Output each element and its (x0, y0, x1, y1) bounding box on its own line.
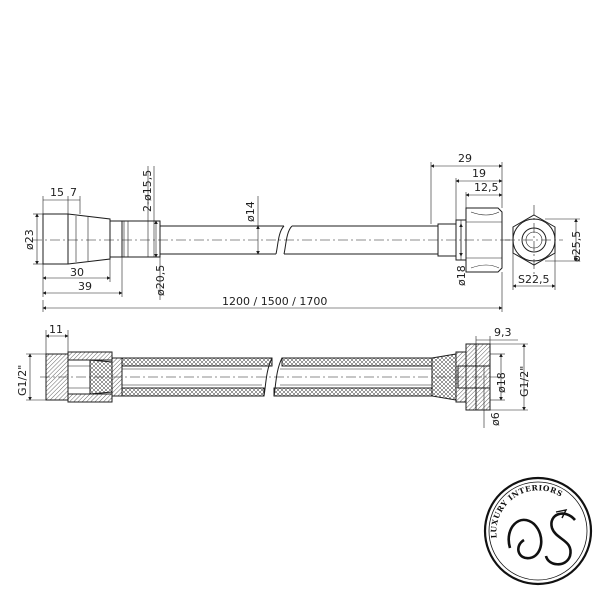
dim-d23: ø23 (23, 229, 36, 250)
connector-nut (121, 220, 161, 258)
dim-g-right: G1/2" (518, 366, 531, 397)
hex-nut-side (465, 207, 503, 273)
dim-d14: ø14 (244, 201, 257, 222)
dim-19: 19 (472, 167, 486, 180)
cone-base (42, 213, 69, 265)
dim-11: 11 (49, 323, 63, 336)
dim-15: 15 (50, 186, 64, 199)
logo-flourish (507, 518, 543, 560)
dim-s22-5: S22,5 (518, 273, 549, 286)
dim-d18-top: ø18 (455, 265, 468, 286)
cone-body (67, 213, 111, 265)
hex-nut-end-view (505, 205, 563, 275)
hose-wall-top-left (121, 357, 273, 367)
dim-39: 39 (78, 280, 92, 293)
dim-g-left: G1/2" (16, 365, 29, 396)
dim-d6: ø6 (489, 412, 502, 426)
hose-wall-bottom-left (121, 387, 265, 397)
dim-12-5: 12,5 (474, 181, 499, 194)
dim-29: 29 (458, 152, 472, 165)
top-view: ø23 15 7 30 39 2-ø15,5 ø20,5 ø14 120 (23, 152, 583, 312)
hose-wall-bottom-right (273, 387, 433, 397)
section-view: 11 G1/2" 9,3 ø18 G1/2" ø6 (16, 323, 531, 428)
hose-wall-top-right (281, 357, 433, 367)
connector-collar (109, 220, 123, 258)
brand-logo: LUXURY INTERIORS (483, 476, 593, 586)
dim-9-3: 9,3 (494, 326, 512, 339)
dim-30: 30 (70, 266, 84, 279)
dim-d20-5: ø20,5 (154, 265, 167, 296)
dim-d25-5: ø25,5 (570, 231, 583, 262)
dim-7: 7 (70, 186, 77, 199)
dim-d18-bottom: ø18 (495, 372, 508, 393)
logo-s-glyph (544, 512, 576, 566)
dim-length: 1200 / 1500 / 1700 (222, 295, 327, 308)
dim-2-d15-5: 2-ø15,5 (141, 170, 154, 212)
